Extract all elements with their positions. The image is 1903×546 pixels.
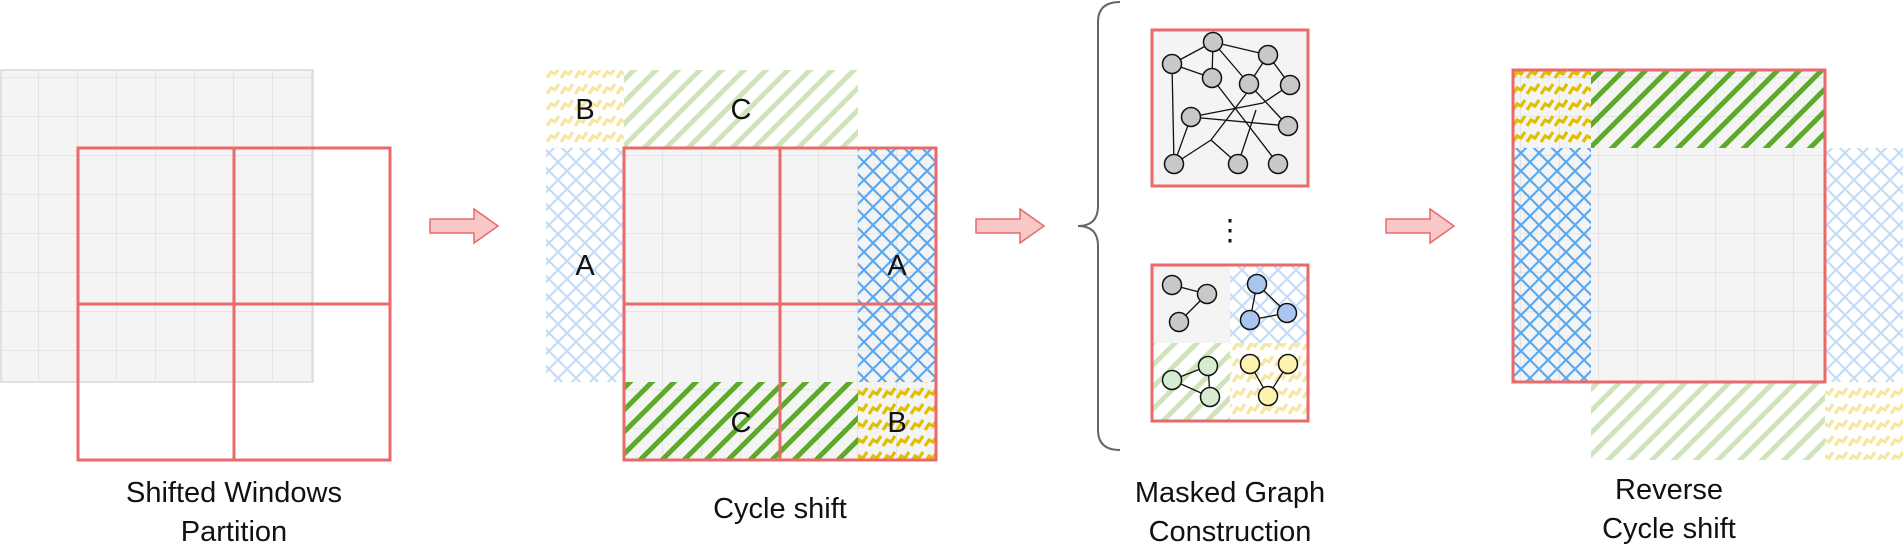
subgraph-green	[1161, 355, 1221, 408]
graph-window-box-masked	[1150, 263, 1310, 423]
subgraph-blue	[1239, 273, 1298, 331]
ellipsis-vertical: ⋮	[1216, 215, 1245, 247]
shifted-windows-caption-line1: Shifted Windows	[126, 477, 342, 509]
shifted-windows-caption-line2: Partition	[181, 516, 287, 546]
arrow-right-1	[429, 207, 500, 245]
masked-region-a	[1230, 265, 1308, 343]
cycle-shift-caption: Cycle shift	[713, 493, 847, 525]
full-graph-nodes	[1161, 31, 1301, 175]
reverse-cycle-shift-panel: Reverse Cycle shift	[1511, 68, 1903, 545]
masked-region-grey	[1152, 265, 1230, 343]
faded-region-a-left	[546, 148, 624, 382]
region-a-right	[858, 148, 936, 382]
faded-region-b-top	[546, 70, 624, 148]
restored-region-b	[1513, 70, 1591, 148]
arrow-right-3	[1385, 207, 1456, 245]
subgraph-yellow	[1239, 353, 1299, 407]
reverse-caption-line2: Cycle shift	[1602, 513, 1736, 545]
restored-region-c	[1591, 70, 1825, 148]
faded-region-b-corner	[1825, 382, 1903, 460]
masked-box-border	[1150, 263, 1310, 423]
masked-graph-caption-line1: Masked Graph	[1135, 477, 1325, 509]
reverse-caption-line1: Reverse	[1615, 474, 1723, 506]
faded-region-c-bottom	[1591, 382, 1825, 460]
subgraph-grey	[1161, 274, 1218, 333]
label-a-left: A	[575, 250, 595, 282]
feature-map-grid	[0, 69, 314, 383]
masked-region-b	[1230, 343, 1308, 421]
faded-region-c-top	[624, 70, 858, 148]
curly-brace	[1077, 1, 1121, 451]
label-a-right: A	[887, 250, 907, 282]
masked-graph-panel: ⋮	[1077, 1, 1325, 546]
region-c-bottom	[624, 382, 858, 460]
label-c-top: C	[731, 94, 752, 126]
restored-region-a	[1513, 148, 1591, 382]
label-b-bottom: B	[887, 407, 906, 439]
restored-window-border	[1511, 68, 1827, 384]
arrow-right-2	[975, 207, 1046, 245]
faded-region-a-right	[1825, 148, 1903, 382]
label-c-bottom: C	[731, 407, 752, 439]
region-b-corner	[858, 382, 936, 460]
masked-graph-caption-line2: Construction	[1149, 516, 1312, 546]
shifted-windows-panel: Shifted Windows Partition	[0, 69, 392, 546]
label-b-top: B	[575, 94, 594, 126]
cycle-shift-panel: B C A A C B Cycle shift	[546, 70, 938, 525]
